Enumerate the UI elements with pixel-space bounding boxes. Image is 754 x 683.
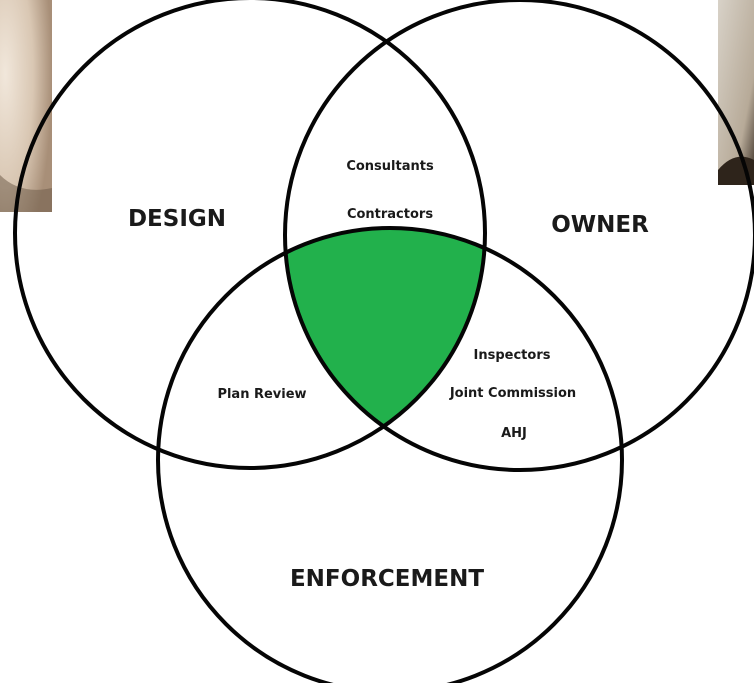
corner-photo-left bbox=[0, 0, 52, 212]
overlap-label-joint-commission: Joint Commission bbox=[449, 386, 576, 401]
overlap-label-plan-review: Plan Review bbox=[217, 387, 306, 402]
corner-photo-right bbox=[718, 0, 754, 185]
enforcement-circle bbox=[156, 226, 624, 683]
overlap-label-consultants: Consultants bbox=[346, 159, 434, 174]
design-label: DESIGN bbox=[128, 206, 226, 232]
owner-circle bbox=[283, 0, 754, 472]
overlap-label-inspectors: Inspectors bbox=[474, 348, 551, 363]
owner-label: OWNER bbox=[551, 212, 649, 238]
design-circle bbox=[13, 0, 487, 470]
overlap-label-contractors: Contractors bbox=[347, 207, 433, 222]
overlap-label-ahj: AHJ bbox=[501, 426, 527, 441]
enforcement-label: ENFORCEMENT bbox=[290, 566, 484, 592]
